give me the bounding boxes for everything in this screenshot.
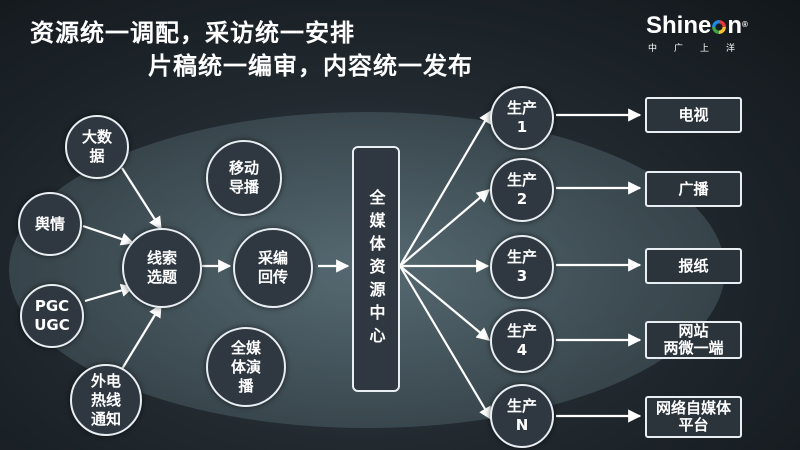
arrow-hotline-to-topic (121, 303, 162, 370)
node-production-3: 生产 3 (490, 235, 554, 299)
output-tv: 电视 (645, 97, 742, 133)
node-pgc-ugc: PGC UGC (20, 284, 84, 348)
node-production-1-label: 生产 1 (506, 99, 537, 136)
node-all-media-director-label: 全媒 体演 播 (230, 338, 261, 395)
arrow-opinion-to-topic (82, 224, 135, 246)
node-public-opinion: 舆情 (18, 192, 82, 256)
node-topic-selection-label: 线索 选题 (146, 249, 177, 286)
node-production-2: 生产 2 (490, 158, 554, 222)
output-tv-label: 电视 (678, 105, 709, 124)
registered-mark: ® (742, 20, 748, 29)
node-production-n-label: 生产 N (506, 397, 537, 434)
node-production-n: 生产 N (490, 384, 554, 448)
node-collect-edit-label: 采编 回传 (257, 249, 288, 286)
node-production-4-label: 生产 4 (506, 322, 537, 359)
output-newspaper-label: 报纸 (678, 256, 709, 275)
output-website: 网站 两微一端 (645, 321, 742, 359)
title-line-2: 片稿统一编审，内容统一发布 (148, 52, 473, 80)
title-line-1: 资源统一调配，采访统一安排 (30, 19, 355, 47)
ring-o-icon (712, 20, 727, 34)
brand-name-end: n (727, 12, 743, 39)
output-self-media: 网络自媒体 平台 (645, 396, 742, 438)
node-production-3-label: 生产 3 (506, 248, 537, 285)
brand-name-start: Shine (646, 12, 712, 39)
output-website-label: 网站 两微一端 (663, 322, 724, 357)
node-production-2-label: 生产 2 (506, 171, 537, 208)
output-self-media-label: 网络自媒体 平台 (655, 399, 731, 434)
node-mobile-guide-label: 移动 导播 (228, 159, 259, 196)
arrow-pgc-to-topic (84, 283, 135, 303)
node-hotline: 外电 热线 通知 (70, 364, 142, 436)
brand-subtitle: 中广上洋 (648, 44, 753, 54)
output-newspaper: 报纸 (645, 248, 742, 284)
node-production-4: 生产 4 (490, 309, 554, 373)
node-resource-center: 全媒体资源中心 (352, 146, 400, 392)
node-resource-center-label: 全媒体资源中心 (366, 188, 386, 350)
arrow-center-to-production-4 (399, 265, 491, 341)
node-public-opinion-label: 舆情 (34, 214, 65, 233)
node-pgc-ugc-label: PGC UGC (34, 297, 70, 334)
arrow-big-data-to-topic (121, 167, 162, 231)
node-mobile-guide: 移动 导播 (206, 140, 282, 216)
node-collect-edit: 采编 回传 (233, 228, 313, 308)
node-all-media-director: 全媒 体演 播 (206, 327, 286, 407)
arrow-center-to-production-n (399, 265, 492, 421)
arrow-center-to-production-1 (399, 109, 492, 267)
node-big-data: 大数 据 (65, 115, 129, 179)
arrow-center-to-production-2 (399, 189, 491, 267)
output-radio: 广播 (645, 171, 742, 207)
node-topic-selection: 线索 选题 (122, 228, 202, 308)
node-big-data-label: 大数 据 (81, 128, 112, 165)
node-production-1: 生产 1 (490, 86, 554, 150)
output-radio-label: 广播 (678, 179, 709, 198)
node-hotline-label: 外电 热线 通知 (90, 371, 121, 428)
